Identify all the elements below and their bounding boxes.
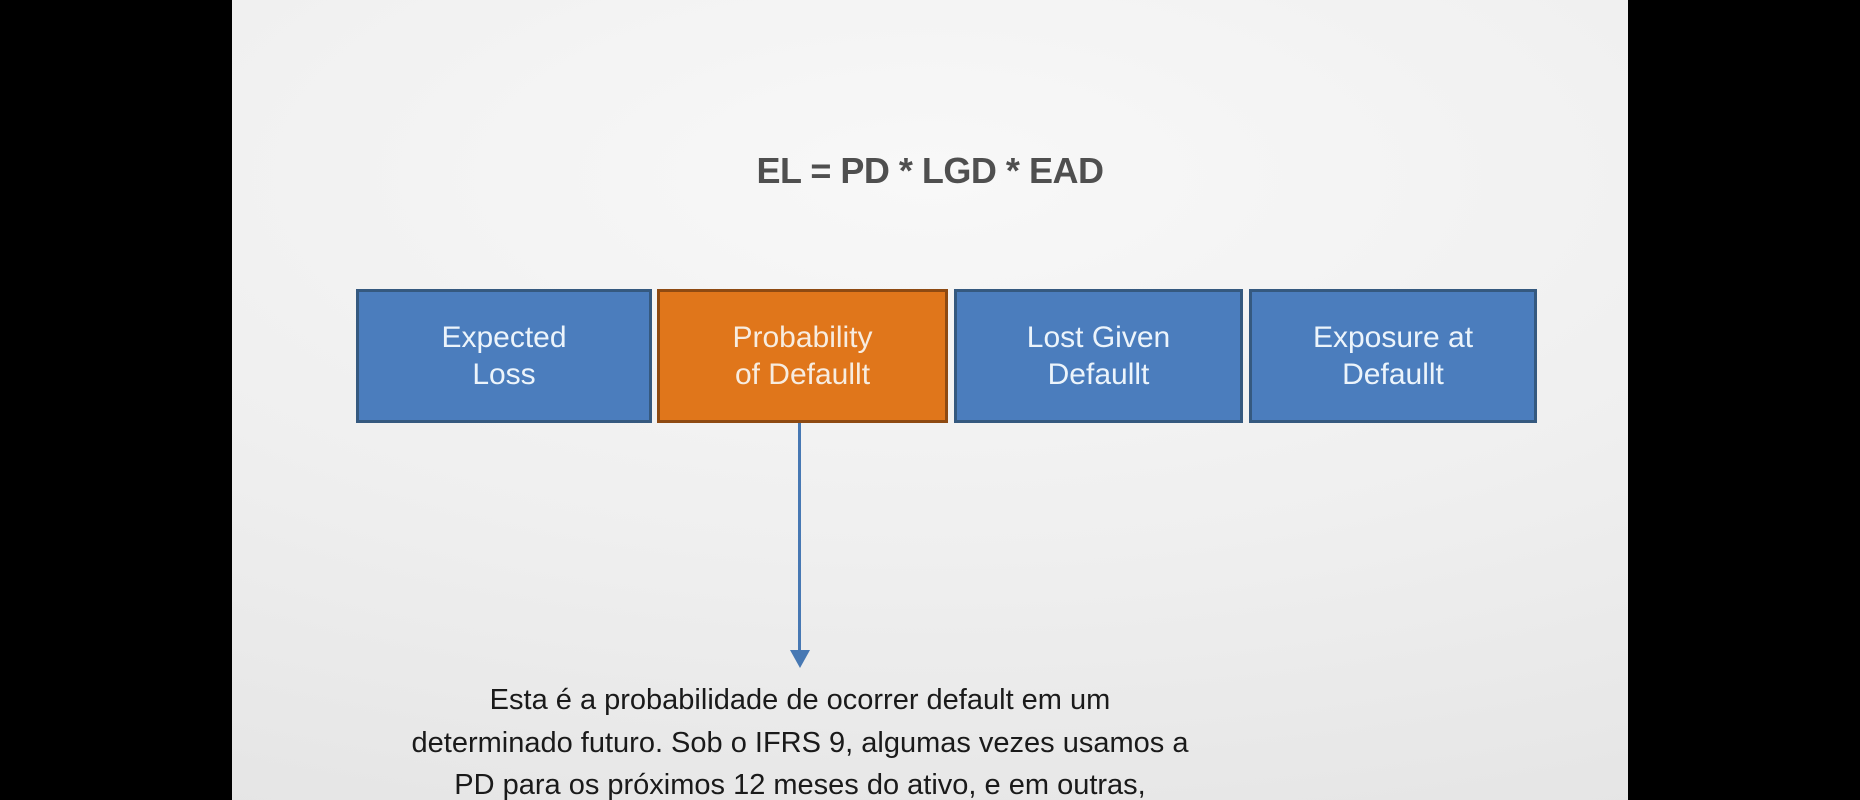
pd-annotation-text: Esta é a probabilidade de ocorrer defaul…	[300, 679, 1300, 800]
box-exposure-at-default-line2: Defaullt	[1342, 358, 1444, 391]
pd-annotation-line2: determinado futuro. Sob o IFRS 9, alguma…	[411, 726, 1189, 759]
box-probability-of-default-line2: of Defaullt	[734, 358, 871, 391]
box-probability-of-default: Probability of Defaullt	[657, 289, 948, 423]
box-lost-given-default-line2: Defaullt	[1047, 358, 1150, 391]
box-lost-given-default-line1: Lost Given	[1026, 321, 1171, 354]
box-expected-loss-line2: Loss	[472, 358, 536, 391]
pd-annotation-line3: PD para os próximos 12 meses do ativo, e…	[454, 769, 1146, 800]
letterbox-right-bar	[1628, 0, 1860, 800]
box-lost-given-default: Lost Given Defaullt	[954, 289, 1243, 423]
pd-annotation-line1: Esta é a probabilidade de ocorrer defaul…	[489, 684, 1111, 716]
letterbox-left-bar	[0, 0, 232, 800]
box-expected-loss: Expected Loss	[356, 289, 652, 423]
box-probability-of-default-line1: Probability	[732, 321, 873, 354]
formula-title: EL = PD * LGD * EAD	[756, 150, 1104, 191]
box-exposure-at-default: Exposure at Defaullt	[1249, 289, 1537, 423]
down-arrow-head-icon	[790, 650, 810, 668]
box-exposure-at-default-line1: Exposure at	[1312, 321, 1474, 354]
down-arrow-line	[798, 423, 801, 653]
box-expected-loss-line1: Expected	[441, 321, 567, 354]
slide: EL = PD * LGD * EAD Expected Loss Probab…	[232, 0, 1628, 800]
